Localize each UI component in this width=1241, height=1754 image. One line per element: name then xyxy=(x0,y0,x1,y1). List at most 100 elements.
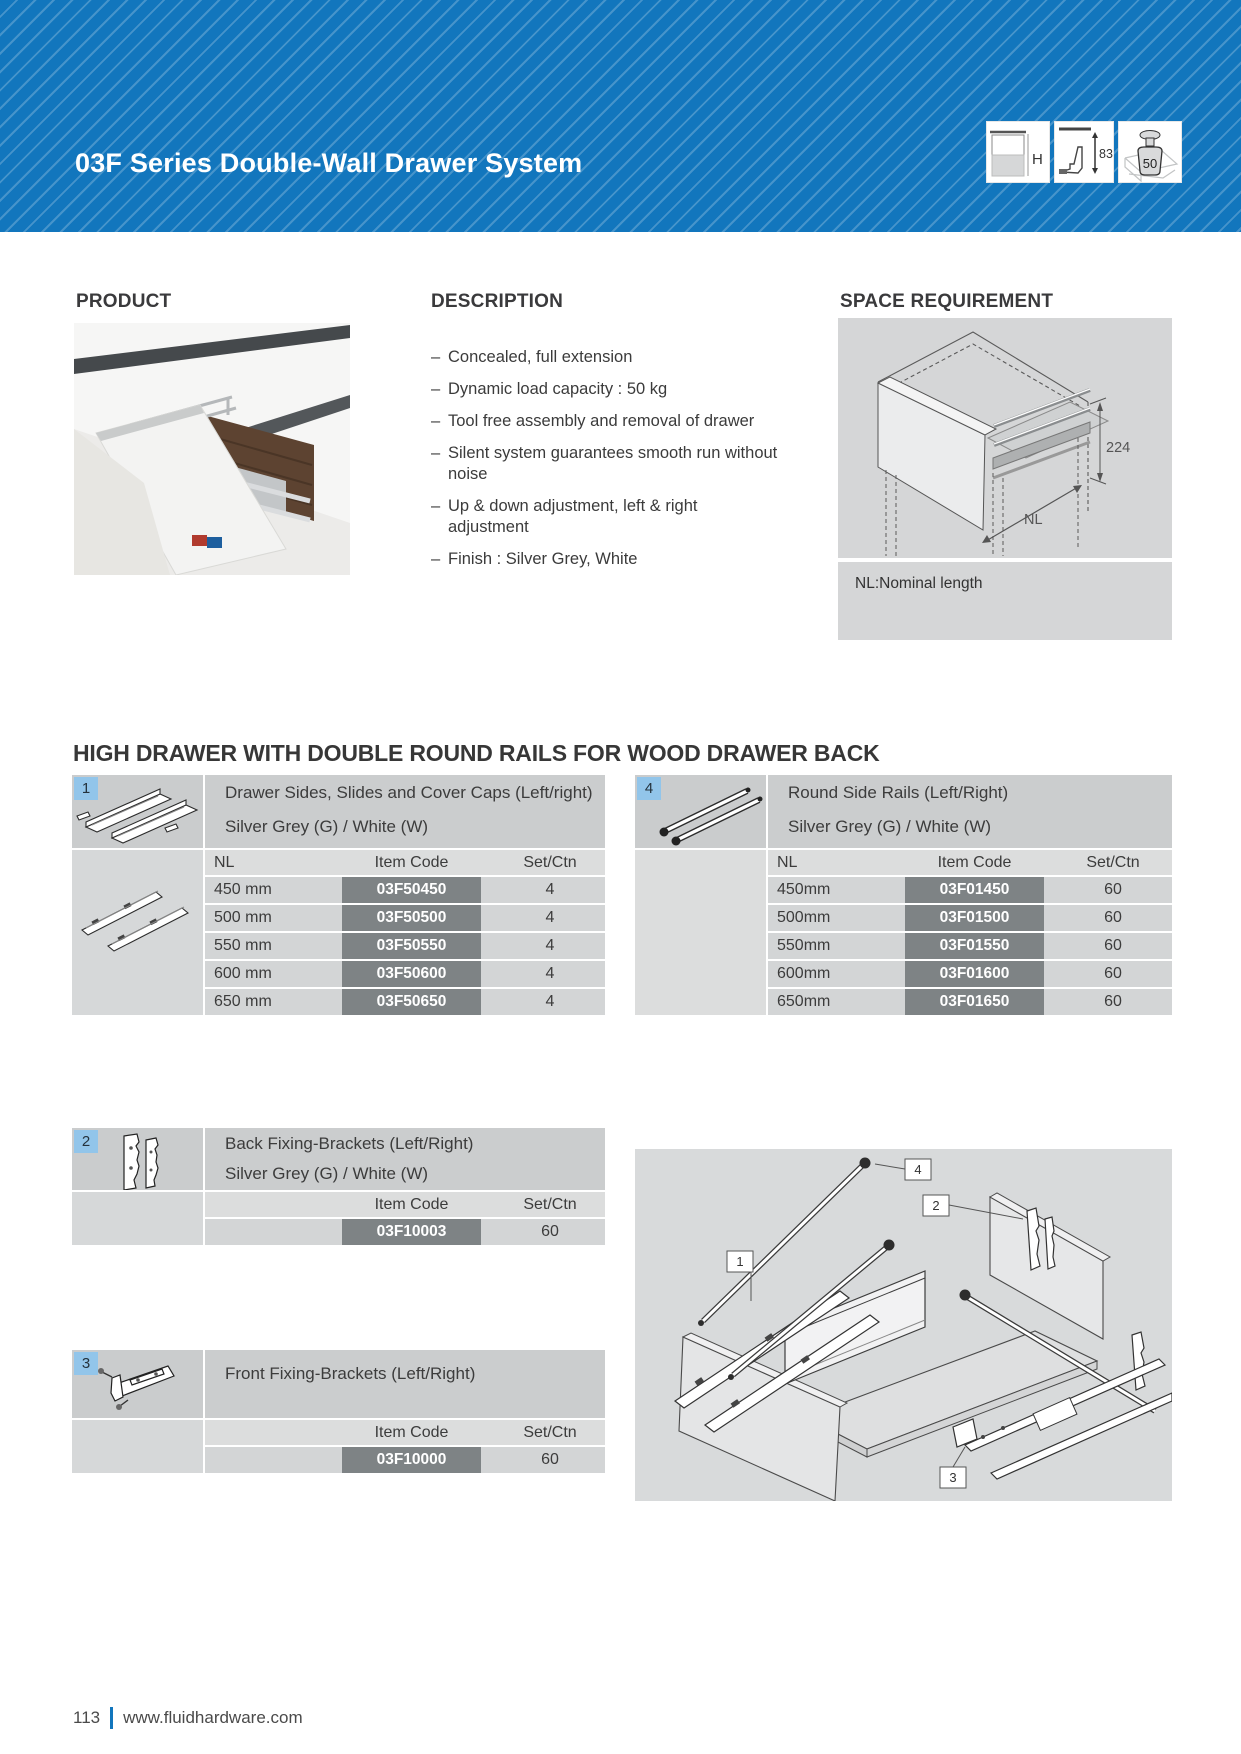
col-header-nl: NL xyxy=(777,853,798,871)
set-ctn-value: 4 xyxy=(545,993,555,1010)
bullet-text: Concealed, full extension xyxy=(448,348,633,366)
set-ctn-value: 4 xyxy=(545,881,555,898)
table-rows: 03F10000 60 xyxy=(205,1447,605,1473)
item-number-badge: 3 xyxy=(74,1352,98,1375)
back-brackets-icon xyxy=(123,1133,159,1191)
nl-value: 500mm xyxy=(777,909,831,926)
col-header-item-code: Item Code xyxy=(374,1423,449,1441)
set-ctn-value: 4 xyxy=(545,965,555,982)
set-ctn-value: 60 xyxy=(1104,965,1122,982)
space-requirement-diagram: 224 NL xyxy=(838,318,1172,558)
set-ctn-value: 60 xyxy=(541,1223,559,1240)
set-ctn-value: 60 xyxy=(1104,937,1122,954)
slides-icon xyxy=(81,890,189,952)
drawer-side-height-icon: 83 xyxy=(1054,121,1114,183)
part-image-cell xyxy=(72,1192,203,1245)
table-title-cell: Back Fixing-Brackets (Left/Right) Silver… xyxy=(205,1128,605,1190)
part-image-cell: 4 xyxy=(635,775,766,848)
table-row: 500 mm 03F50500 4 xyxy=(205,905,605,931)
item-code: 03F01600 xyxy=(905,961,1044,987)
nl-value: 600 mm xyxy=(214,965,272,982)
col-header-set-ctn: Set/Ctn xyxy=(523,1195,577,1213)
item-number-badge: 4 xyxy=(637,777,661,800)
load-capacity-icon: 50 xyxy=(1118,121,1182,183)
item-code: 03F01450 xyxy=(905,877,1044,903)
bullet-dash: – xyxy=(431,550,441,568)
bullet-dash: – xyxy=(431,348,441,366)
nl-value: 500 mm xyxy=(214,909,272,926)
table-title: Back Fixing-Brackets (Left/Right) xyxy=(225,1134,474,1153)
table-row: 450mm 03F01450 60 xyxy=(768,877,1172,903)
list-item: –Silent system guarantees smooth run wit… xyxy=(431,443,783,485)
nl-value: 450 mm xyxy=(214,881,272,898)
table-subtitle: Silver Grey (G) / White (W) xyxy=(225,1164,429,1183)
website-url: www.fluidhardware.com xyxy=(123,1708,303,1727)
description-heading: DESCRIPTION xyxy=(431,291,564,312)
table-row: 600mm 03F01600 60 xyxy=(768,961,1172,987)
part-image-column: 3 xyxy=(72,1350,203,1473)
bullet-dash: – xyxy=(431,412,441,430)
part-image-column: 4 xyxy=(635,775,766,1015)
nl-value: 550mm xyxy=(777,937,831,954)
space-requirement-note: NL:Nominal length xyxy=(838,562,1172,640)
item-code: 03F01500 xyxy=(905,905,1044,931)
set-ctn-value: 60 xyxy=(1104,881,1122,898)
page-footer: 113 www.fluidhardware.com xyxy=(73,1707,303,1729)
parts-table-4: 4 R xyxy=(635,775,1172,1017)
list-item: –Concealed, full extension xyxy=(431,347,783,368)
set-ctn-value: 60 xyxy=(541,1451,559,1468)
nl-value: 650mm xyxy=(777,993,831,1010)
set-ctn-value: 4 xyxy=(545,937,555,954)
diagram-label-2: 2 xyxy=(932,1198,939,1213)
parts-table-1: 1 xyxy=(72,775,605,1017)
item-code: 03F10000 xyxy=(342,1447,481,1473)
bullet-text: Silent system guarantees smooth run with… xyxy=(448,444,778,483)
col-header-set-ctn: Set/Ctn xyxy=(1086,853,1140,871)
table-title: Front Fixing-Brackets (Left/Right) xyxy=(225,1364,476,1383)
table-title: Drawer Sides, Slides and Cover Caps (Lef… xyxy=(225,783,593,802)
item-code: 03F50450 xyxy=(342,877,481,903)
part-image-cell: 3 xyxy=(72,1350,203,1418)
col-header-item-code: Item Code xyxy=(937,853,1012,871)
table-rows: 450mm 03F01450 60 500mm 03F01500 60 550mm 03F01… xyxy=(768,877,1172,1015)
list-item: –Finish : Silver Grey, White xyxy=(431,549,783,570)
nl-value: 450mm xyxy=(777,881,831,898)
part-image-cell: 2 xyxy=(72,1128,203,1191)
part-image-cell xyxy=(72,850,203,1015)
bullet-text: Tool free assembly and removal of drawer xyxy=(448,412,755,430)
diagram-label-4: 4 xyxy=(914,1162,921,1177)
product-photo xyxy=(74,323,350,576)
round-rails-icon xyxy=(659,787,763,846)
item-code: 03F50500 xyxy=(342,905,481,931)
nl-value: 600mm xyxy=(777,965,831,982)
space-requirement-heading: SPACE REQUIREMENT xyxy=(840,291,1054,312)
cabinet-height-label: H xyxy=(1032,151,1043,168)
dim-224: 224 xyxy=(1106,440,1130,456)
item-code: 03F50650 xyxy=(342,989,481,1015)
set-ctn-value: 60 xyxy=(1104,909,1122,926)
nl-value: 650 mm xyxy=(214,993,272,1010)
table-header-row: NL Item Code Set/Ctn xyxy=(768,850,1172,875)
bullet-text: Finish : Silver Grey, White xyxy=(448,550,638,568)
dim-nl: NL xyxy=(1024,512,1043,528)
drawer-side-height-label: 83 xyxy=(1099,147,1113,161)
list-item: –Tool free assembly and removal of drawe… xyxy=(431,411,783,432)
parts-table-3: 3 xyxy=(72,1350,605,1475)
table-title-cell: Front Fixing-Brackets (Left/Right) xyxy=(205,1350,605,1418)
diagram-label-3: 3 xyxy=(949,1470,956,1485)
set-ctn-value: 4 xyxy=(545,909,555,926)
list-item: –Dynamic load capacity : 50 kg xyxy=(431,379,783,400)
footer-divider xyxy=(110,1707,114,1729)
part-image-cell: 1 xyxy=(72,775,203,848)
exploded-assembly-diagram: 1 2 3 4 xyxy=(635,1149,1173,1502)
